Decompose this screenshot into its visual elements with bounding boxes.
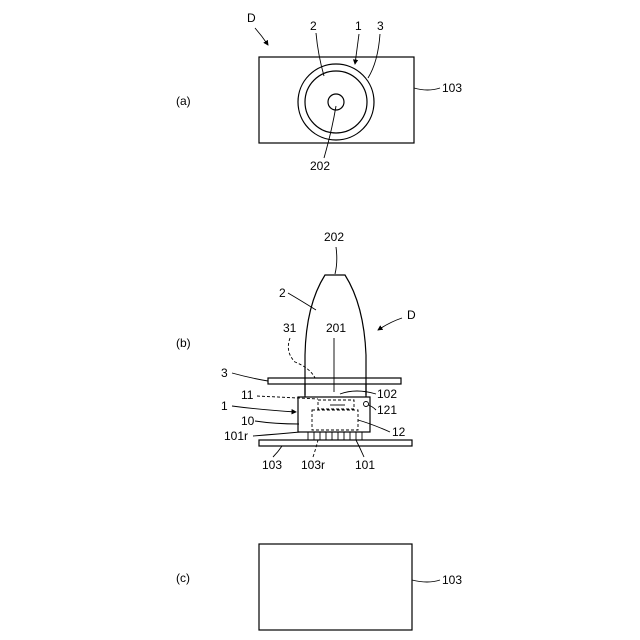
leader-101-b [356,440,364,457]
arrow-D-b [378,318,402,330]
label-31-b: 31 [283,321,297,335]
panel-c: (c) 103 [176,544,462,630]
label-103r-b: 103r [301,458,325,472]
leader-101r-b [253,432,300,436]
label-202-b: 202 [324,230,344,244]
panel-a: (a) D 2 1 3 103 202 [176,11,462,173]
label-D-a: D [247,11,256,25]
leader-103-a [414,88,440,90]
label-12-b: 12 [392,425,406,439]
leader-202-b [335,247,337,274]
leader-3-a [368,34,380,78]
terminals-101 [308,432,362,440]
arrow-1-a [355,34,359,64]
label-101-b: 101 [355,458,375,472]
leader-121-b [368,405,376,410]
leader-10-b [255,421,299,424]
lens-2-outer [305,71,367,133]
leader-2-b [288,293,316,310]
label-2-a: 2 [310,19,317,33]
panel-c-label: (c) [176,571,190,585]
panel-b-label: (b) [176,336,191,350]
label-1-a: 1 [355,19,362,33]
label-1-b: 1 [221,399,228,413]
panel-a-label: (a) [176,94,191,108]
leader-12-b [358,420,390,432]
label-201-b: 201 [326,321,346,335]
ring-3 [298,64,374,140]
label-103-b: 103 [262,458,282,472]
leader-3-b [232,373,268,381]
label-103-c: 103 [442,573,462,587]
label-202-a: 202 [310,159,330,173]
dot-121 [364,402,369,407]
label-102-b: 102 [377,387,397,401]
board-103-top-view [259,57,414,143]
label-11-b: 11 [241,388,254,402]
label-121-b: 121 [377,403,397,417]
arrow-D-a [255,28,268,45]
label-D-b: D [407,308,416,322]
leader-103-b [273,446,282,457]
label-3-b: 3 [221,366,228,380]
label-101r-b: 101r [224,429,248,443]
element-121 [318,400,354,409]
label-10-b: 10 [241,414,255,428]
label-3-a: 3 [377,19,384,33]
label-103-a: 103 [442,81,462,95]
label-2-b: 2 [279,286,286,300]
leader-103-c [412,580,440,582]
leader-103r-b [313,440,318,457]
panel-b: (b) 202 2 [176,230,416,472]
board-103-bottom-view [259,544,412,630]
plate-3 [268,378,401,384]
chip-10 [312,410,358,430]
package-1 [298,397,370,432]
arrow-1-b [232,406,296,412]
board-103-side [259,440,412,446]
leader-31-b [288,338,315,378]
leader-102-b [340,391,376,394]
